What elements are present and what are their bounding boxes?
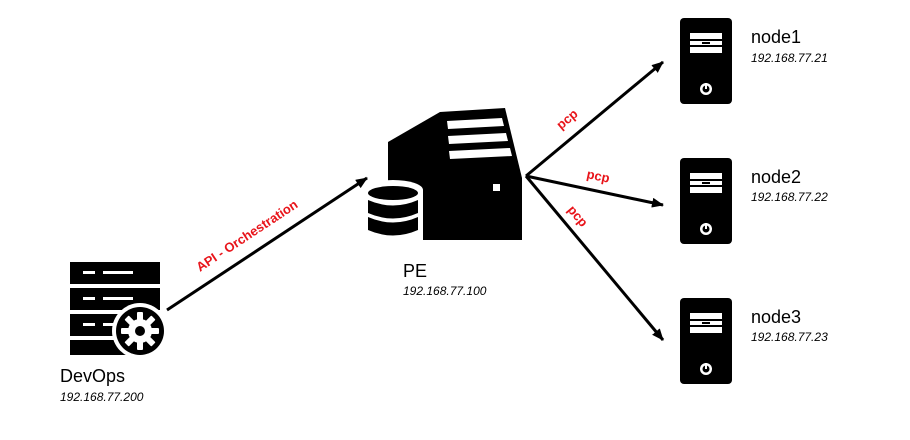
server-tower-icon [680,158,732,244]
edge-label-devops-pe: API - Orchestration [193,197,300,275]
edge-devops-pe [166,176,368,312]
edge-label-pe-node2: pcp [585,166,611,185]
pe-name: PE [403,261,428,281]
server-tower-database-icon [363,108,522,252]
edge-pe-node1 [525,60,664,178]
server-tower-icon [680,18,732,104]
devops-ip: 192.168.77.200 [60,390,144,404]
edge-pe-node3 [524,175,665,341]
pe-ip: 192.168.77.100 [403,284,487,298]
node2-ip: 192.168.77.22 [751,190,828,204]
edge-label-pe-node1: pcp [553,106,580,132]
server-tower-icon [680,298,732,384]
server-gear-icon [70,262,168,359]
devops-name: DevOps [60,366,126,386]
node1-ip: 192.168.77.21 [751,51,828,65]
node3-ip: 192.168.77.23 [751,330,828,344]
edge-pe-node2 [525,174,664,208]
node3-name: node3 [751,307,802,327]
node1-name: node1 [751,27,802,47]
node2-name: node2 [751,167,802,187]
